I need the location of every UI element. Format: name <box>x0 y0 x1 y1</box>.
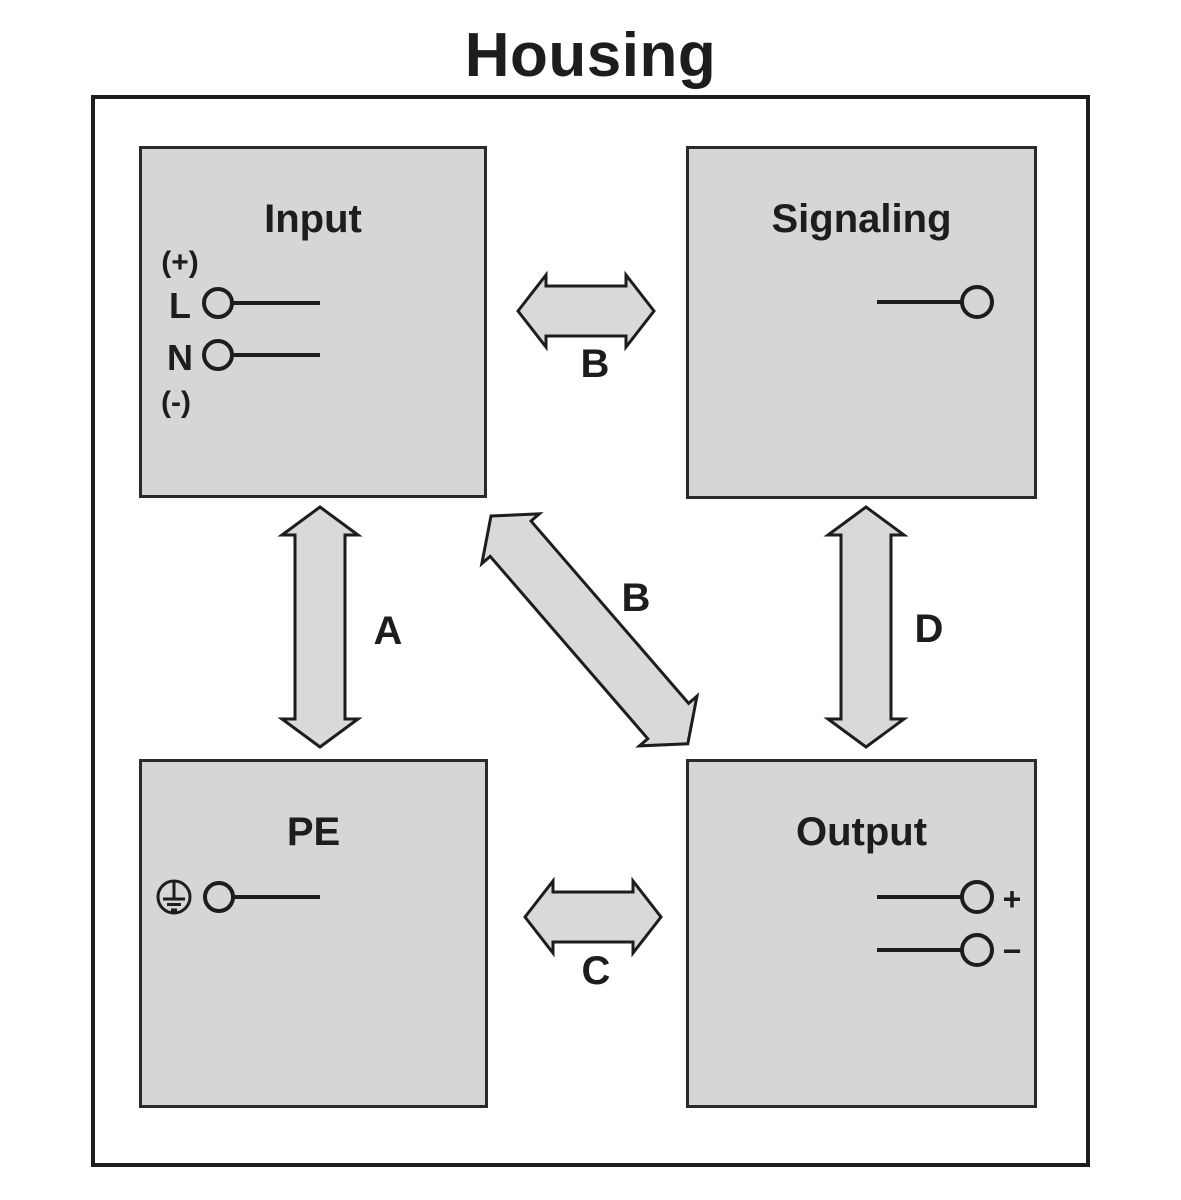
arrow-d-label: D <box>914 607 944 651</box>
protective-earth-ground-icon <box>156 879 192 915</box>
block-pe: PE <box>139 759 488 1108</box>
block-output-title: Output <box>795 810 928 854</box>
pe-terminals-graphic <box>156 879 320 915</box>
housing-outline <box>91 95 1090 1167</box>
input-minus-label: (-) <box>161 386 191 419</box>
output-minus-terminal-icon <box>877 933 994 967</box>
input-neutral-terminal-icon <box>202 339 320 371</box>
signaling-terminals-graphic <box>877 285 994 319</box>
input-plus-label: (+) <box>161 246 199 279</box>
block-pe-title: PE <box>286 810 341 854</box>
pe-terminal-icon <box>203 881 320 913</box>
arrow-a-label: A <box>373 609 403 653</box>
input-line-label: L <box>169 285 191 326</box>
output-terminals-graphic <box>877 880 994 967</box>
arrow-b-diagonal-label: B <box>621 576 651 620</box>
block-signaling: Signaling <box>686 146 1037 499</box>
output-plus-terminal-icon <box>877 880 994 914</box>
input-terminals-graphic <box>202 287 320 371</box>
block-signaling-title: Signaling <box>771 197 952 241</box>
signaling-terminal-icon <box>877 285 994 319</box>
output-minus-label: − <box>1002 933 1022 969</box>
arrow-c-label: C <box>581 949 611 993</box>
page-title: Housing <box>464 21 717 90</box>
input-neutral-label: N <box>167 337 193 378</box>
output-plus-label: + <box>1002 881 1022 917</box>
block-input-title: Input <box>264 197 362 241</box>
arrow-b-top-label: B <box>580 342 610 386</box>
block-input: Input (+) L N (-) <box>139 146 487 498</box>
input-line-terminal-icon <box>202 287 320 319</box>
block-output: Output + − <box>686 759 1037 1108</box>
